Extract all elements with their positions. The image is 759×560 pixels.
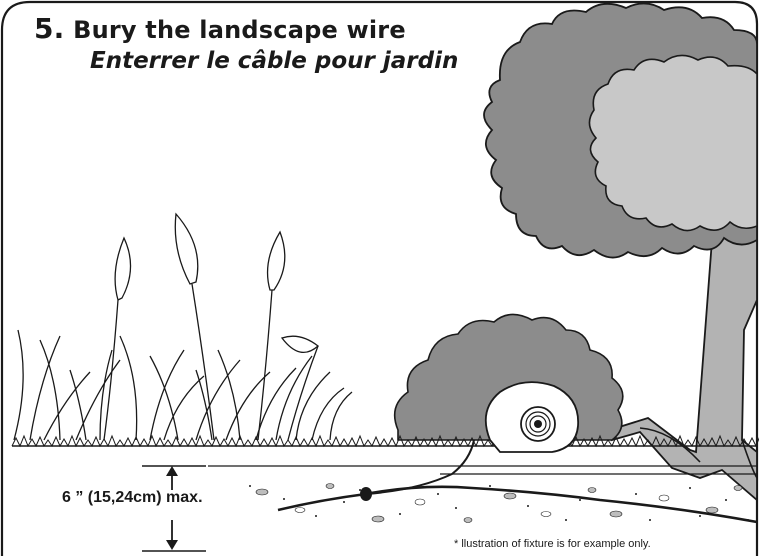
tree-canopy-front	[589, 55, 757, 230]
wire-connector-icon	[360, 487, 372, 501]
step-subtitle: Enterrer le câble pour jardin	[90, 48, 458, 74]
step-title-text: Bury the landscape wire	[73, 16, 406, 44]
depth-arrow-icon	[142, 466, 206, 551]
step-title: 5. Bury the landscape wire	[34, 12, 406, 45]
step-number: 5.	[34, 12, 65, 45]
landscape-wire	[278, 487, 757, 522]
light-fixture-icon	[486, 382, 578, 452]
depth-label: 6 ” (15,24cm) max.	[62, 489, 203, 507]
grass-plants-icon	[14, 214, 352, 440]
footnote: * llustration of fixture is for example …	[454, 538, 651, 550]
